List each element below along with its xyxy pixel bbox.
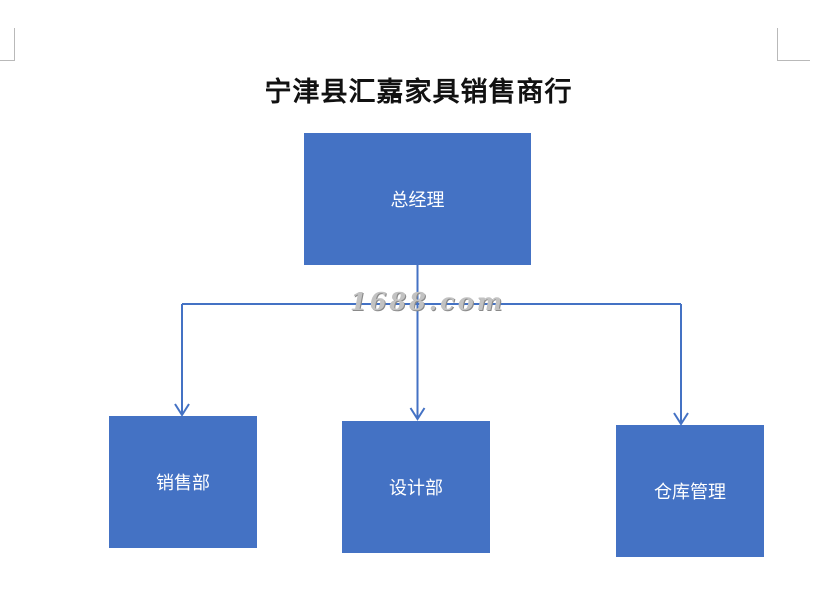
arrowhead-warehouse bbox=[673, 412, 689, 426]
document-title: 宁津县汇嘉家具销售商行 bbox=[264, 77, 573, 108]
node-design-department: 设计部 bbox=[342, 421, 490, 553]
node-warehouse-management-label: 仓库管理 bbox=[654, 482, 726, 503]
page-corner-mark-right bbox=[777, 28, 810, 61]
node-design-department-label: 设计部 bbox=[389, 478, 443, 499]
node-warehouse-management: 仓库管理 bbox=[616, 425, 764, 557]
page-corner-mark-left bbox=[0, 28, 15, 61]
node-sales-department-label: 销售部 bbox=[156, 473, 210, 494]
watermark-text: 1688.com bbox=[350, 287, 506, 316]
node-sales-department: 销售部 bbox=[109, 416, 257, 548]
node-general-manager: 总经理 bbox=[304, 133, 531, 265]
arrowhead-sales bbox=[174, 403, 190, 417]
arrowhead-design bbox=[409, 407, 426, 421]
node-general-manager-label: 总经理 bbox=[390, 190, 445, 211]
